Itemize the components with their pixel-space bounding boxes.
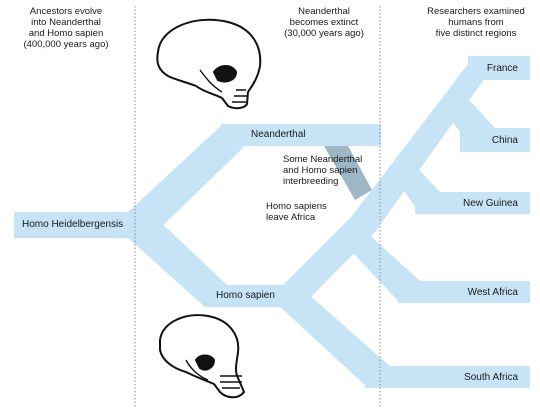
neanderthal-skull-icon bbox=[156, 18, 262, 110]
header-ancestors: Ancestors evolve into Neanderthal and Ho… bbox=[23, 6, 109, 50]
sapien-band bbox=[205, 285, 298, 307]
time-dividers bbox=[134, 6, 381, 408]
region-west-africa: West Africa bbox=[467, 287, 518, 298]
header-extinct: Neanderthal becomes extinct (30,000 year… bbox=[284, 6, 364, 39]
new-guinea-band bbox=[415, 192, 530, 214]
region-south-africa: South Africa bbox=[464, 372, 518, 383]
france-band bbox=[468, 56, 530, 80]
annotation-leave-africa: Homo sapiens leave Africa bbox=[266, 201, 327, 223]
interbreeding-band bbox=[324, 146, 372, 200]
branch-shapes bbox=[14, 56, 530, 388]
fork-to-neanderthal bbox=[128, 124, 245, 238]
header-researchers: Researchers examined humans from five di… bbox=[427, 6, 525, 39]
label-homo-sapien: Homo sapien bbox=[216, 290, 275, 301]
heidelbergensis-band bbox=[14, 212, 140, 238]
region-china: China bbox=[491, 135, 518, 146]
label-neanderthal: Neanderthal bbox=[251, 129, 306, 140]
china-band bbox=[460, 128, 530, 152]
west-africa-band bbox=[398, 281, 530, 303]
annotation-interbreeding: Some Neanderthal and Homo sapien interbr… bbox=[283, 154, 363, 187]
fork-south-africa bbox=[278, 285, 390, 388]
label-heidelbergensis: Homo Heidelbergensis bbox=[22, 219, 124, 230]
south-africa-band bbox=[365, 366, 530, 388]
region-france: France bbox=[486, 63, 518, 74]
homo-sapien-skull-icon bbox=[159, 314, 245, 399]
fork-to-sapien bbox=[128, 212, 227, 307]
region-new-guinea: New Guinea bbox=[462, 198, 518, 209]
neanderthal-band bbox=[221, 124, 381, 146]
